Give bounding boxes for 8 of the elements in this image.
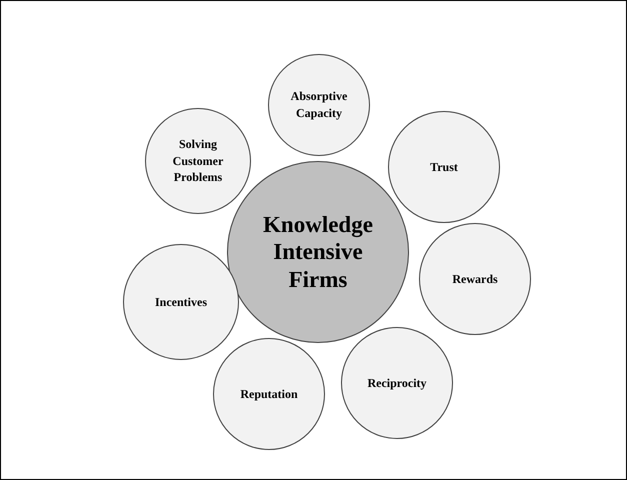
- topic-label: Absorptive Capacity: [290, 88, 348, 122]
- topic-label: Incentives: [155, 294, 207, 310]
- topic-label: Trust: [430, 158, 458, 176]
- central-label: Knowledge Intensive Firms: [262, 210, 374, 294]
- topic-label: Solving Customer Problems: [172, 136, 224, 186]
- topic-label: Reciprocity: [367, 374, 427, 392]
- topic-label: Reputation: [240, 386, 298, 402]
- topic-label: Rewards: [452, 270, 498, 288]
